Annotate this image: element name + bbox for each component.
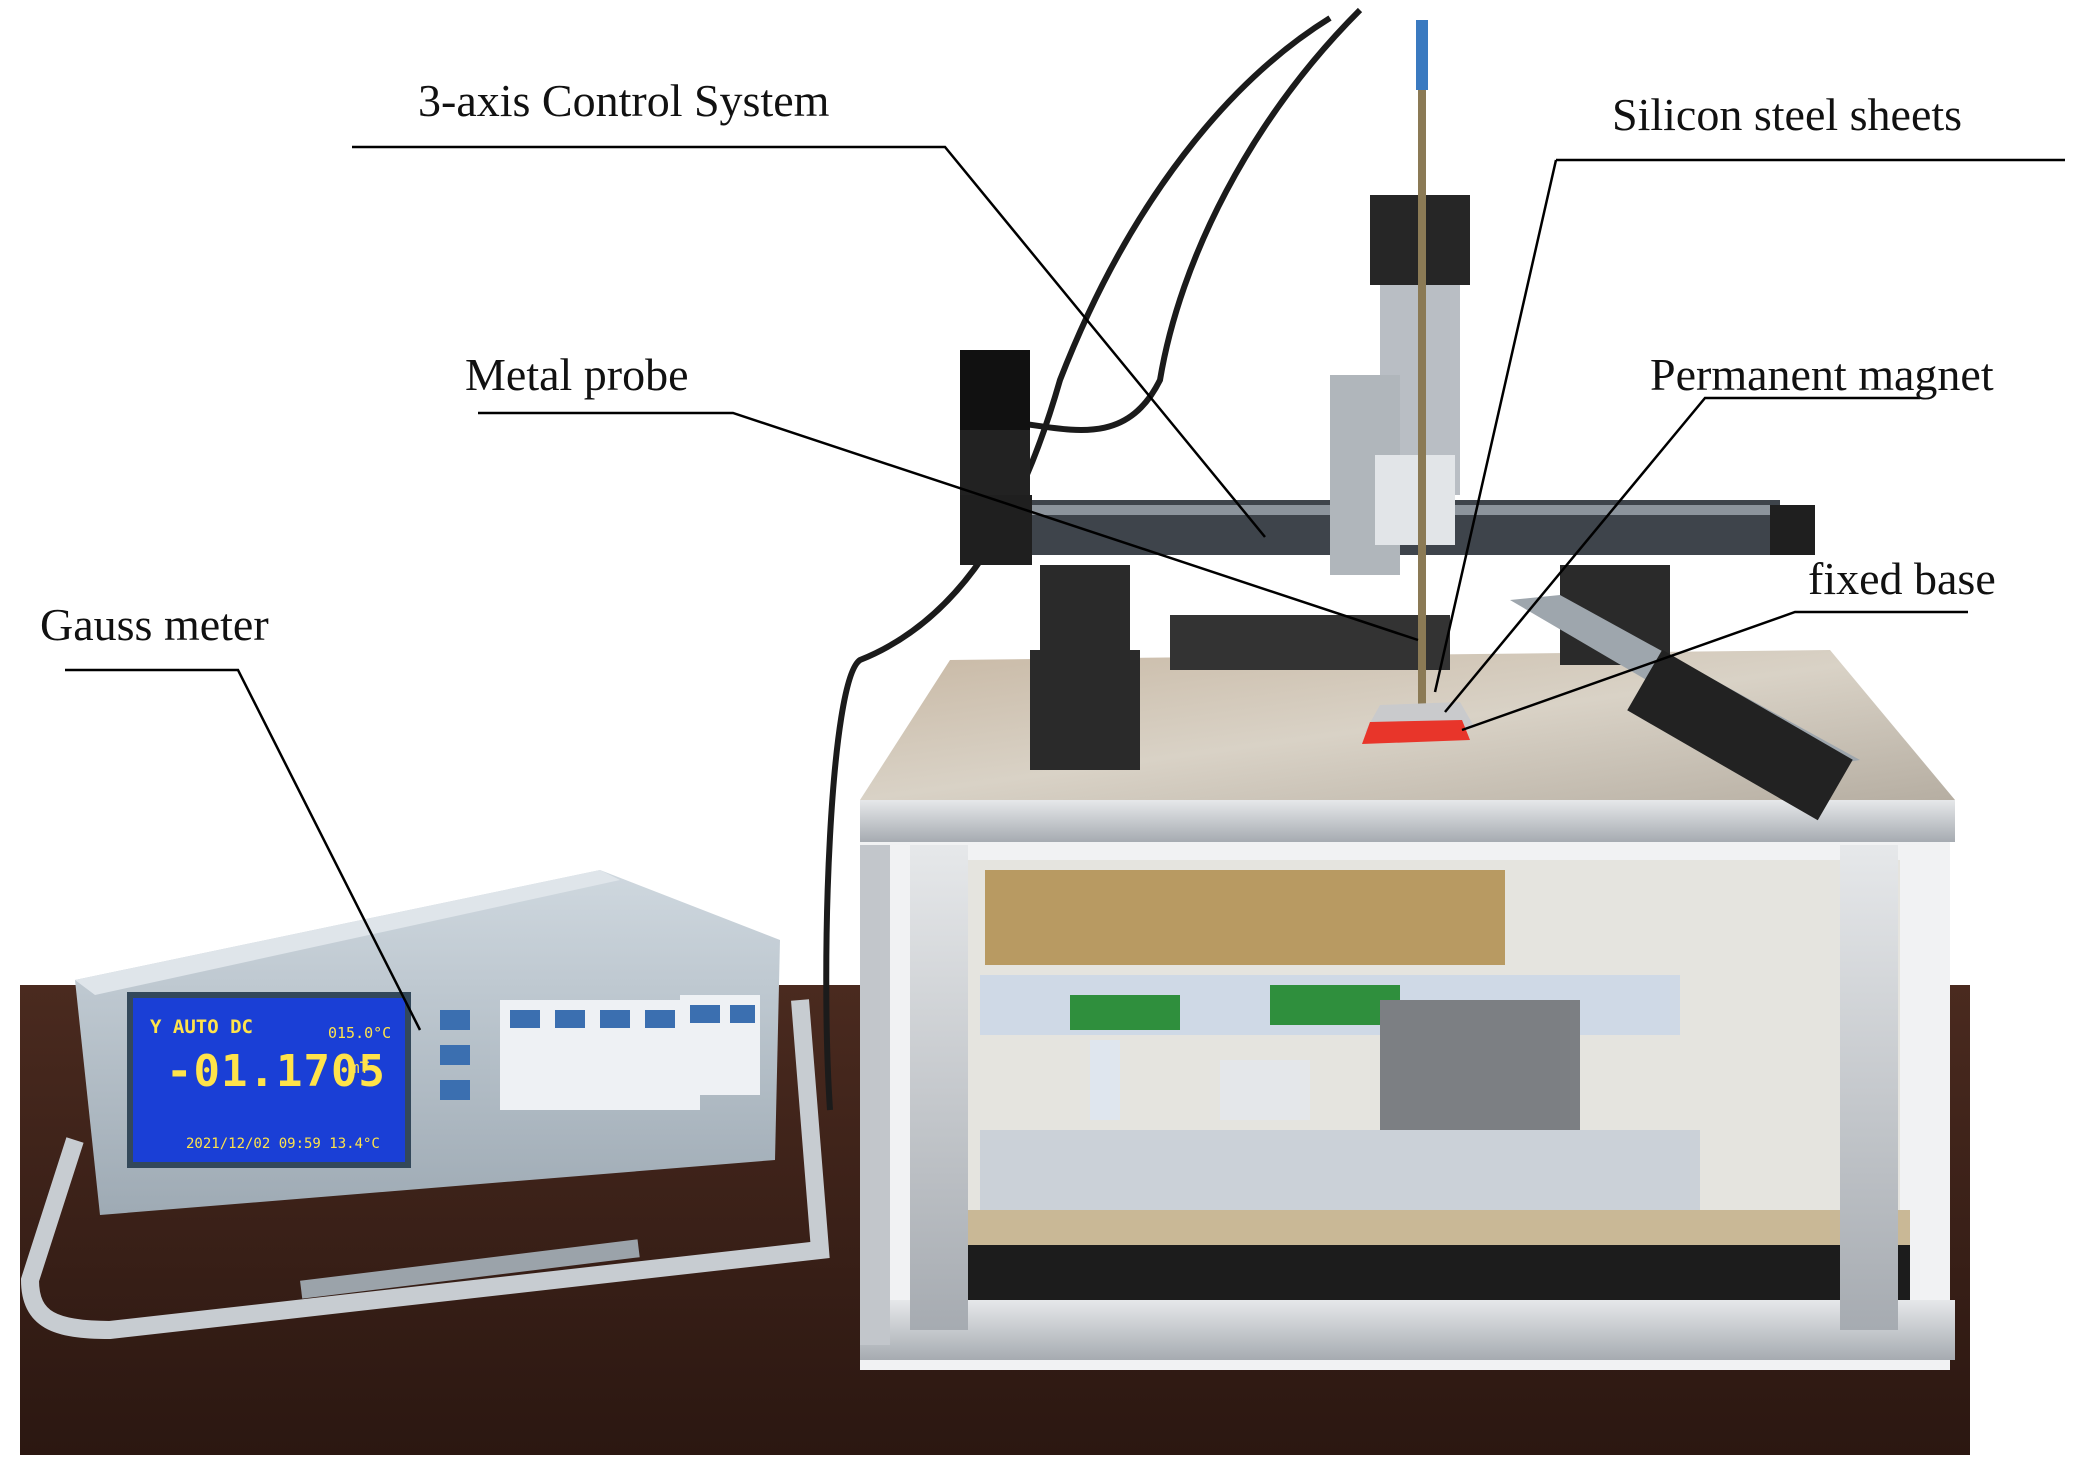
lcd-mode-line: Y AUTO DC: [150, 1016, 253, 1038]
leader-fixed-base: [1461, 610, 1968, 732]
leader-silicon-sheets-pointer: [1433, 159, 1558, 693]
label-permanent-magnet: Permanent magnet: [1650, 349, 1994, 400]
leader-permanent-magnet: [1444, 396, 1920, 713]
leader-gauss-meter: [65, 668, 422, 1031]
leader-metal-probe: [478, 411, 1419, 642]
label-metal-probe: Metal probe: [465, 349, 689, 400]
lcd-field-reading: -01.1705: [166, 1046, 386, 1097]
label-gauss-meter: Gauss meter: [40, 599, 269, 650]
gauss-meter-device: [20, 870, 830, 1340]
label-3-axis-control-system: 3-axis Control System: [418, 75, 830, 126]
lcd-temperature-top: 015.0°C: [328, 1024, 392, 1042]
control-electronics: [980, 975, 1700, 1210]
carry-handle: [20, 999, 830, 1340]
label-fixed-base: fixed base: [1808, 553, 1996, 604]
annotation-lines: [65, 145, 2065, 1031]
label-silicon-steel-sheets: Silicon steel sheets: [1612, 89, 1963, 140]
keypad: [440, 995, 760, 1110]
three-axis-stage: [960, 20, 1860, 821]
leader-control-system: [352, 145, 1266, 538]
lcd-date-time-temp: 2021/12/02 09:59 13.4°C: [186, 1136, 380, 1152]
permanent-magnet: [1362, 720, 1470, 744]
lcd-unit: mT: [350, 1058, 370, 1077]
probe-cable: [979, 7, 1363, 433]
